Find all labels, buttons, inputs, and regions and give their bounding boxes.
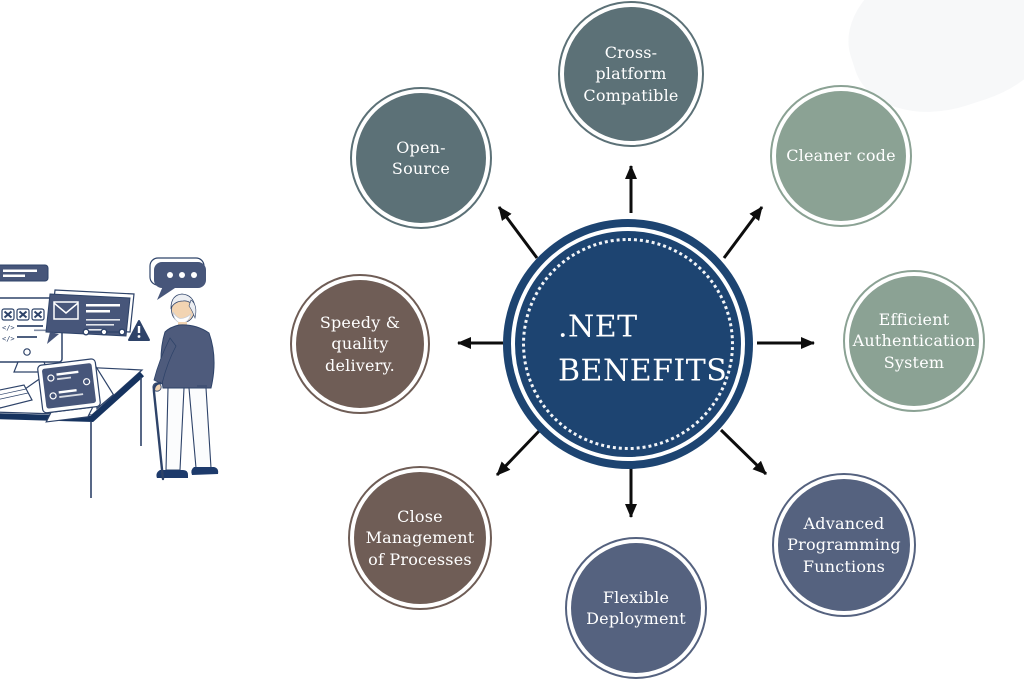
center-circle: .NET BENEFITS (503, 219, 753, 469)
center-dotted-ring (522, 238, 734, 450)
benefit-circle-efficient-authentication-system: Efficient Authentication System (843, 270, 985, 412)
elderly-person (152, 293, 219, 481)
elderly-user-computer-illustration: </> </> (0, 257, 219, 498)
center-title: .NET BENEFITS (558, 309, 728, 389)
benefit-label: Cleaner code (786, 146, 896, 166)
arrow-down-right (719, 428, 768, 476)
arrow-up-right (722, 206, 764, 259)
benefit-label: Cross- platform Compatible (583, 43, 679, 105)
svg-text:</>: </> (2, 324, 15, 332)
benefit-label: Efficient Authentication System (852, 310, 976, 372)
svg-text:</>: </> (2, 335, 15, 343)
notification-bar-icon (0, 264, 49, 282)
benefit-circle-cross-platform-compatible: Cross- platform Compatible (558, 1, 704, 147)
benefit-circle-flexible-deployment: Flexible Deployment (565, 537, 707, 679)
center-solid-ring (511, 227, 745, 461)
tablet-icon (37, 358, 115, 423)
benefit-circle-cleaner-code: Cleaner code (770, 85, 912, 227)
cane-icon (152, 381, 165, 481)
arrow-down-left (495, 427, 543, 477)
benefit-circle-advanced-programming-functions: Advanced Programming Functions (772, 473, 916, 617)
benefit-label: Close Management of Processes (365, 507, 475, 569)
beard (172, 311, 192, 324)
progress-stepper-icon (82, 328, 126, 336)
monitor-icon: </> </> (0, 297, 63, 373)
benefit-label: Open- Source (391, 137, 451, 178)
email-popup-icon (45, 289, 135, 344)
arrow-up-left (497, 206, 539, 259)
keyboard-icon (0, 384, 33, 409)
benefit-label: Advanced Programming Functions (787, 514, 901, 576)
benefit-circle-open-source: Open- Source (350, 87, 492, 229)
benefit-circle-speedy-quality-delivery: Speedy & quality delivery. (290, 274, 430, 414)
speech-bubble-icon (149, 257, 206, 300)
benefit-circle-close-management-of-processes: Close Management of Processes (348, 466, 492, 610)
warning-triangle-icon (128, 320, 150, 341)
benefit-label: Speedy & quality delivery. (319, 313, 401, 375)
benefit-label: Flexible Deployment (586, 587, 686, 628)
